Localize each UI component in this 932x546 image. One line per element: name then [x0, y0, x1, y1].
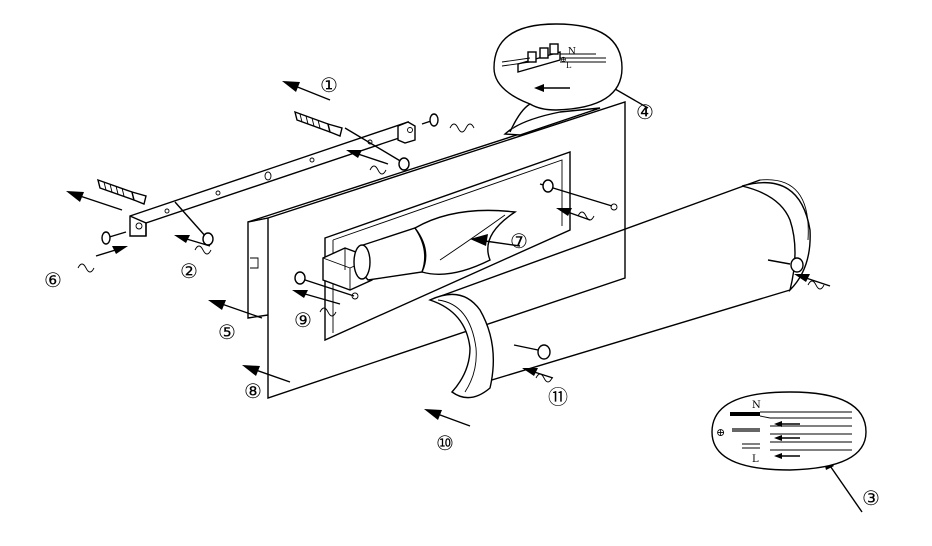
callout-7: ⑦ [510, 229, 528, 253]
terminal-live-label: L [566, 61, 572, 70]
wood-screw-1 [344, 127, 410, 171]
shade-screw-lower [294, 271, 359, 300]
direction-arrows [66, 74, 863, 513]
callout-4: ④ [636, 100, 654, 124]
callout-1: ① [320, 73, 338, 97]
bracket-screw-top [421, 113, 439, 127]
wood-screw-2 [174, 201, 214, 246]
wall-plug-2 [97, 178, 147, 205]
shade-end-screw [767, 257, 804, 273]
wiring-live-label: L [752, 454, 759, 465]
callout-2: ② [180, 259, 198, 283]
wiring-earth-symbol: ⊕ [716, 426, 725, 439]
terminal-detail-bubble: N L ⊕ [493, 23, 623, 133]
wiring-detail: N ⊕ L [711, 391, 867, 471]
mounting-bracket [129, 121, 416, 237]
callout-5: ⑤ [218, 320, 236, 344]
bulb-assembly [322, 209, 517, 291]
terminal-neutral-label: N [568, 47, 576, 57]
spiral-marks [77, 123, 825, 383]
callout-8: ⑧ [244, 379, 262, 403]
callout-3: ③ [862, 486, 880, 510]
glass-shade [428, 179, 811, 399]
callout-9: ⑨ [294, 308, 312, 332]
callouts: ① ② ③ ④ ⑤ ⑥ ⑦ ⑧ ⑨ ⑩ ⑪ [44, 73, 880, 510]
terminal-earth-symbol: ⊕ [560, 55, 567, 64]
shade-screw-upper [539, 179, 618, 211]
callout-6: ⑥ [44, 268, 62, 292]
callout-11: ⑪ [548, 385, 568, 409]
wall-plug-1 [294, 110, 343, 137]
callout-10: ⑩ [436, 431, 454, 455]
bracket-screw-left [101, 231, 127, 245]
wiring-neutral-label: N [752, 400, 761, 411]
shade-front-screw [513, 344, 551, 360]
